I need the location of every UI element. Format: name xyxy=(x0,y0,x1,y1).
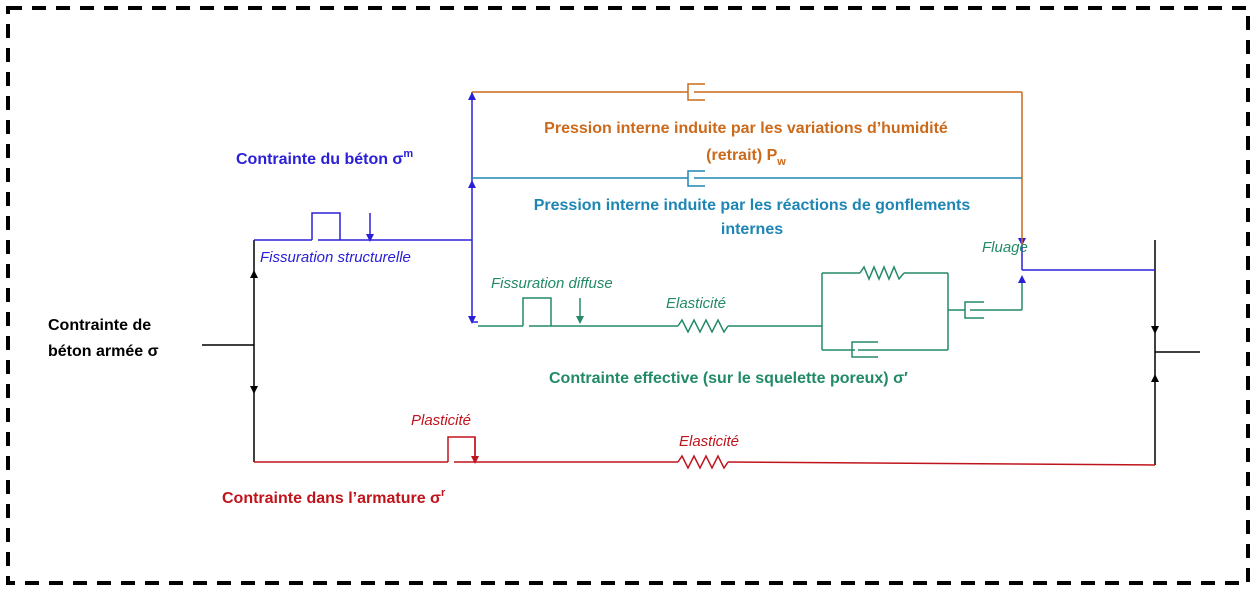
arrow-up-right xyxy=(1151,374,1159,382)
label-fluage: Fluage xyxy=(982,239,1028,256)
arrow-down-left xyxy=(250,386,258,394)
blue-arrow-top xyxy=(468,92,476,100)
label-humidite-2: (retrait) Pw xyxy=(706,147,786,168)
outer-circuit xyxy=(202,240,1200,465)
label-armature: Contrainte dans l’armature σr xyxy=(222,487,446,507)
label-gonflement-2: internes xyxy=(721,221,783,238)
label-humidite-1: Pression interne induite par les variati… xyxy=(544,120,948,137)
blue-arrow-bottom xyxy=(468,316,476,324)
gonflement-branch xyxy=(472,170,1022,187)
label-elasticite-beton: Elasticité xyxy=(666,295,726,312)
blue-arrow-mid xyxy=(468,180,476,188)
blue-arrow-fs xyxy=(366,234,374,242)
label-effective: Contrainte effective (sur le squelette p… xyxy=(549,370,908,387)
label-beton-arme-1: Contrainte de xyxy=(48,317,151,334)
humidite-branch xyxy=(472,83,1023,245)
red-arrow-plast xyxy=(471,456,479,464)
blue-arrow-right-bot xyxy=(1018,275,1026,283)
label-beton: Contrainte du béton σm xyxy=(236,148,413,168)
green-arrow-fd xyxy=(576,316,584,324)
arrow-up-left xyxy=(250,270,258,278)
armature-branch xyxy=(254,436,1156,470)
beton-branch xyxy=(254,92,1155,323)
label-plasticite: Plasticité xyxy=(411,412,471,429)
arrow-down-right xyxy=(1151,326,1159,334)
label-fissuration-diffuse: Fissuration diffuse xyxy=(491,275,613,292)
label-gonflement-1: Pression interne induite par les réactio… xyxy=(534,197,971,214)
dashed-border xyxy=(6,6,1250,585)
label-fissuration-structurelle: Fissuration structurelle xyxy=(260,249,411,266)
label-elasticite-armature: Elasticité xyxy=(679,433,739,450)
label-beton-arme-2: béton armée σ xyxy=(48,343,159,360)
